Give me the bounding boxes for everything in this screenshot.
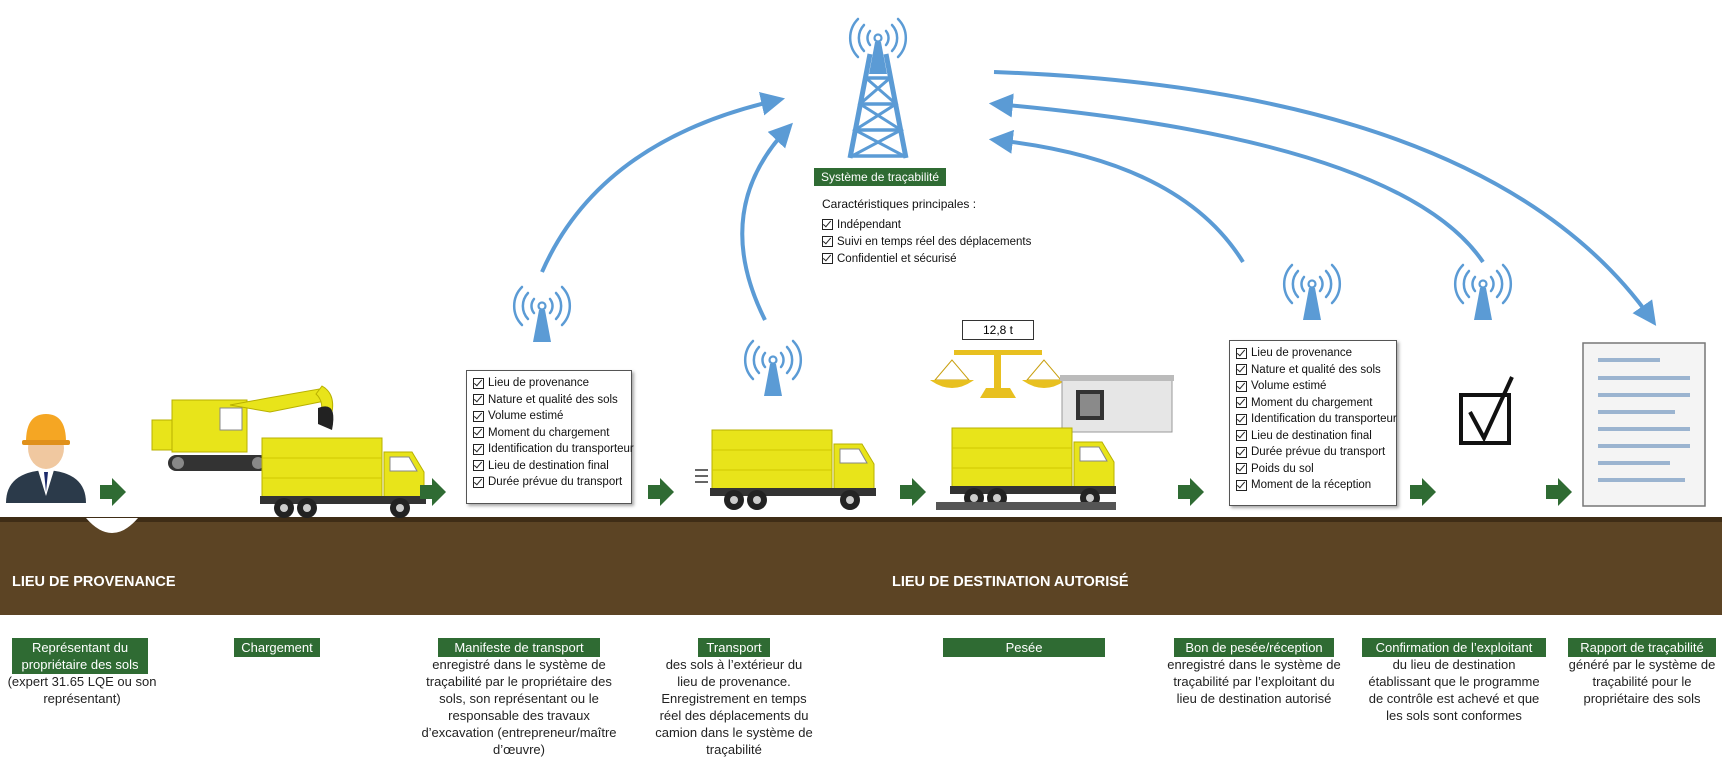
checkbox-icon <box>473 377 484 389</box>
checkbox-icon <box>1236 347 1247 359</box>
step-label-owner-representative: Représentant du propriétaire des sols <box>12 638 148 674</box>
weighing-receipt-box: Lieu de provenance Nature et qualité des… <box>1229 340 1397 506</box>
system-features-list: Indépendant Suivi en temps réel des dépl… <box>822 216 1031 267</box>
checkbox-icon <box>1236 479 1247 491</box>
checkbox-icon <box>473 427 484 439</box>
step-arrow-1 <box>100 478 126 506</box>
step-label-weighing-receipt: Bon de pesée/réception <box>1174 638 1334 657</box>
step-desc-transport-manifest: enregistré dans le système de traçabilit… <box>421 657 617 757</box>
step-desc-owner-representative: (expert 31.65 LQE ou son représentant) <box>7 674 157 706</box>
origin-site-label: LIEU DE PROVENANCE <box>12 574 176 590</box>
ground-notch <box>86 518 138 533</box>
step-arrow-4 <box>900 478 926 506</box>
transport-manifest-box: Lieu de provenance Nature et qualité des… <box>466 370 634 504</box>
checkbox-icon <box>473 476 484 488</box>
checkbox-icon <box>473 460 484 472</box>
truck-on-scale <box>949 427 1117 509</box>
step-desc-traceability-report: généré par le système de traçabilité pou… <box>1568 657 1716 706</box>
soil-owner-representative-icon <box>6 414 86 503</box>
step-arrow-7 <box>1546 478 1572 506</box>
checkbox-icon <box>473 410 484 422</box>
step-desc-operator-confirmation: du lieu de destination établissant que l… <box>1368 657 1540 723</box>
truck-in-transit <box>709 429 877 511</box>
step-label-weighing: Pesée <box>943 638 1105 657</box>
checkbox-icon <box>1236 397 1247 409</box>
confirmation-checkbox-icon <box>1459 376 1514 445</box>
step-arrow-5 <box>1178 478 1204 506</box>
speed-lines-icon <box>695 469 708 483</box>
signal-icon-transport <box>743 339 803 398</box>
checkbox-icon <box>822 253 833 264</box>
checkbox-icon <box>1236 463 1247 475</box>
checkbox-icon <box>1236 413 1247 425</box>
step-label-transport: Transport <box>698 638 770 657</box>
checkbox-icon <box>473 443 484 455</box>
step-arrow-3 <box>648 478 674 506</box>
scale-house-icon <box>1060 375 1174 433</box>
checkbox-icon <box>1236 364 1247 376</box>
checkbox-icon <box>1236 446 1247 458</box>
feature-item: Confidentiel et sécurisé <box>822 250 1031 267</box>
step-label-operator-confirmation: Confirmation de l’exploitant <box>1362 638 1546 657</box>
scale-icon <box>930 350 1066 398</box>
feature-item: Suivi en temps réel des déplacements <box>822 233 1031 250</box>
step-desc-weighing-receipt: enregistré dans le système de traçabilit… <box>1167 657 1341 706</box>
checkbox-icon <box>473 394 484 406</box>
traceability-report-icon <box>1582 342 1706 507</box>
ground-band <box>0 519 1722 615</box>
weight-display: 12,8 t <box>962 320 1034 340</box>
checkbox-icon <box>1236 430 1247 442</box>
signal-icon-confirmation <box>1453 263 1513 322</box>
checkbox-icon <box>822 236 833 247</box>
weighbridge <box>936 502 1116 510</box>
signal-icon-manifest <box>512 285 572 344</box>
signal-icon-receipt <box>1282 263 1342 322</box>
checkbox-icon <box>1236 380 1247 392</box>
step-desc-transport: des sols à l’extérieur du lieu de proven… <box>655 657 813 757</box>
excavator-icon <box>151 385 334 471</box>
step-label-loading: Chargement <box>234 638 320 657</box>
traceability-system-label: Système de traçabilité <box>814 168 947 186</box>
system-features-title: Caractéristiques principales : <box>822 197 977 211</box>
step-label-traceability-report: Rapport de traçabilité <box>1568 638 1716 657</box>
data-flow-arrows <box>540 70 1657 326</box>
feature-item: Indépendant <box>822 216 1031 233</box>
step-arrow-6 <box>1410 478 1436 506</box>
transmission-tower-icon <box>847 17 909 159</box>
checkbox-icon <box>822 219 833 230</box>
dump-truck-loading <box>259 437 427 519</box>
destination-site-label: LIEU DE DESTINATION AUTORISÉ <box>892 574 1129 590</box>
step-label-transport-manifest: Manifeste de transport <box>438 638 600 657</box>
